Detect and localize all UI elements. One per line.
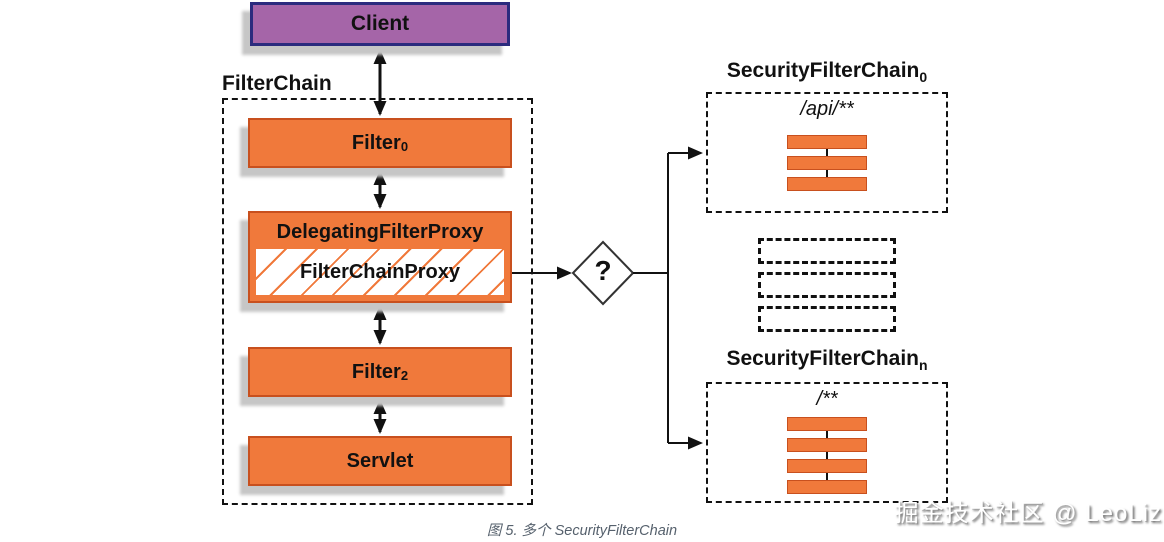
filter-bar: [787, 480, 867, 494]
delegatingfilterproxy-label: DelegatingFilterProxy: [276, 221, 484, 243]
filter-bar: [787, 177, 867, 191]
securityfilterchain-placeholder: [758, 238, 896, 264]
filter-bar: [787, 459, 867, 473]
filter-bar-connector: [826, 431, 828, 438]
filter2-subscript: 2: [400, 367, 409, 383]
filter-bar: [787, 438, 867, 452]
securityfilterchain0-subscript: 0: [919, 69, 928, 86]
filter2-label: Filter: [351, 360, 401, 383]
filter-bar: [787, 135, 867, 149]
delegatingfilterproxy-box: DelegatingFilterProxy FilterChainProxy: [248, 211, 512, 303]
filterchainproxy-box: FilterChainProxy: [256, 249, 504, 295]
securityfilterchain0-box: /api/**: [706, 92, 948, 213]
filter-bar: [787, 156, 867, 170]
client-box: Client: [250, 2, 510, 46]
filter0-subscript: 0: [400, 138, 409, 154]
servlet-box: Servlet: [248, 436, 512, 486]
securityfilterchain0-title: SecurityFilterChain0: [706, 59, 948, 85]
watermark: 掘金技术社区 @ LeoLiz: [894, 500, 1162, 527]
filter-bar-connector: [826, 149, 828, 156]
securityfilterchain-n-subscript: n: [919, 357, 928, 374]
securityfilterchain-n-filter-stack: [787, 417, 867, 494]
securityfilterchain0-title-text: SecurityFilterChain: [726, 59, 920, 82]
filter-bar-connector: [826, 170, 828, 177]
securityfilterchain0-url-pattern: /api/**: [800, 98, 854, 120]
filterchain-label: FilterChain: [222, 72, 332, 95]
decision-question-mark: ?: [594, 255, 612, 286]
securityfilterchain-n-box: /**: [706, 382, 948, 503]
securityfilterchain-n-url-pattern: /**: [816, 388, 838, 410]
figure-caption: 图 5. 多个 SecurityFilterChain: [486, 523, 678, 539]
filter-bar-connector: [826, 452, 828, 459]
securityfilterchain0-filter-stack: [787, 135, 867, 191]
securityfilterchain-n-title: SecurityFilterChainn: [706, 347, 948, 373]
securityfilterchain-placeholder: [758, 272, 896, 298]
securityfilterchain-placeholder: [758, 306, 896, 332]
servlet-label: Servlet: [346, 449, 414, 472]
client-label: Client: [350, 12, 410, 35]
filter-bar: [787, 417, 867, 431]
securityfilterchain-n-title-text: SecurityFilterChain: [726, 347, 919, 370]
securityfilterchain-placeholders: [758, 238, 896, 340]
filter0-label: Filter: [351, 131, 401, 154]
filter-bar-connector: [826, 473, 828, 480]
filterchain-container: [222, 98, 533, 505]
filterchainproxy-label: FilterChainProxy: [299, 260, 461, 283]
